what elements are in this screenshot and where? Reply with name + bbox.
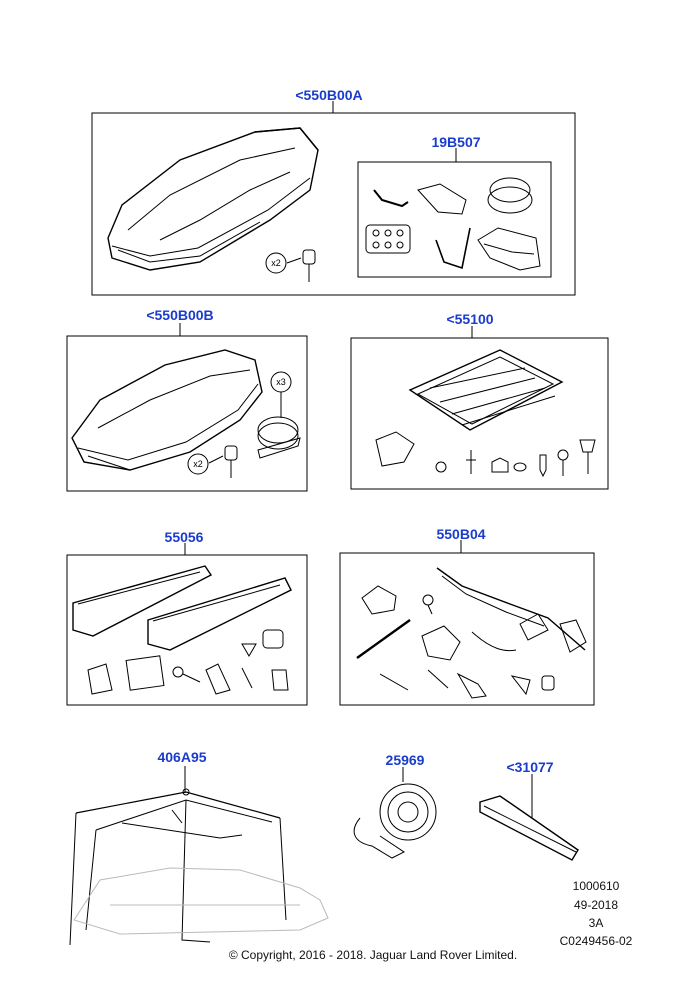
group-frame-550b04 xyxy=(339,552,595,706)
qty-callout: x3 xyxy=(276,377,286,387)
load-bar-illustration xyxy=(479,795,579,861)
part-label-550b00b[interactable]: <550B00B xyxy=(146,307,214,323)
copyright-notice: © Copyright, 2016 - 2018. Jaguar Land Ro… xyxy=(228,948,518,962)
group-frame-19b507 xyxy=(357,161,552,278)
bike-carrier-illustration xyxy=(436,567,587,653)
group-frame-55100 xyxy=(350,337,609,490)
part-label-55100[interactable]: <55100 xyxy=(446,311,494,327)
reference-line: C0249456-02 xyxy=(559,934,633,948)
part-label-550b04[interactable]: 550B04 xyxy=(436,526,486,542)
reference-line: 1000610 xyxy=(572,879,620,893)
part-label-19b507[interactable]: 19B507 xyxy=(431,134,481,150)
strap-roll-illustration xyxy=(353,783,437,859)
reference-line: 49-2018 xyxy=(573,898,619,912)
key-set-illustration xyxy=(187,445,238,478)
tape-roll-illustration xyxy=(257,371,301,459)
ski-carrier-parts-illustration xyxy=(87,629,289,695)
group-frame-55056 xyxy=(66,554,308,706)
group-frame-550b00b xyxy=(66,335,308,492)
fixings-illustration xyxy=(375,431,596,478)
ski-carrier-illustration xyxy=(72,565,292,651)
kit-19b507-illustration xyxy=(365,177,541,271)
roof-rack-illustration xyxy=(408,349,564,431)
part-label-550b00a[interactable]: <550B00A xyxy=(295,87,363,103)
hoist-illustration xyxy=(69,788,287,946)
part-label-406a95[interactable]: 406A95 xyxy=(157,749,207,765)
qty-callout: x2 xyxy=(193,459,203,469)
car-outline-illustration xyxy=(73,867,329,935)
roof-box-illustration xyxy=(107,127,319,271)
roof-box-illustration xyxy=(71,349,263,471)
qty-callout: x2 xyxy=(271,258,281,268)
bike-carrier-parts-illustration xyxy=(356,585,555,699)
reference-line: 3A xyxy=(588,916,604,930)
key-set-illustration xyxy=(265,249,316,282)
part-label-31077[interactable]: <31077 xyxy=(506,759,554,775)
group-frame-550b00a xyxy=(91,112,576,296)
part-label-55056[interactable]: 55056 xyxy=(164,529,204,545)
part-label-25969[interactable]: 25969 xyxy=(385,752,425,768)
